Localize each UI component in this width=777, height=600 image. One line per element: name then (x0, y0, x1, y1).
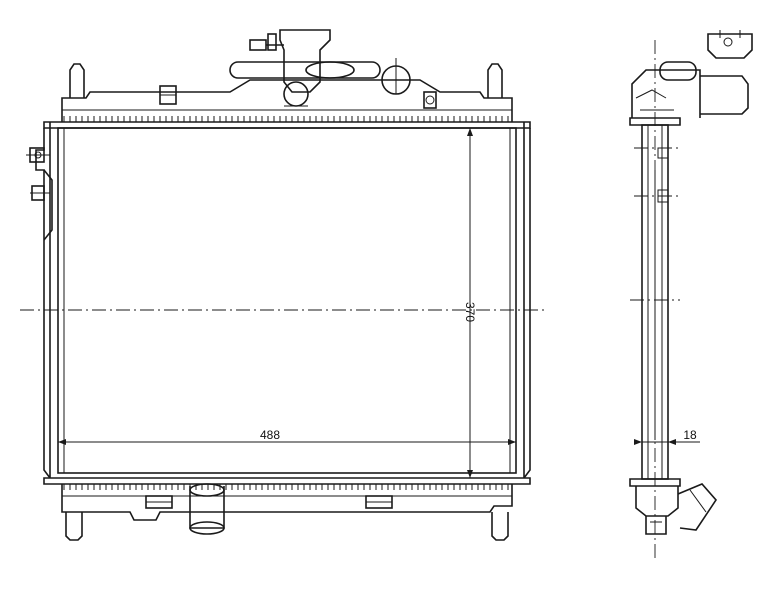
right-side-bracket (523, 122, 531, 479)
width-label: 488 (260, 428, 280, 442)
height-label: 370 (463, 302, 477, 322)
side-outlet-pipe (677, 483, 718, 531)
side-view: 18 (629, 30, 753, 560)
right-bottom-pin (491, 512, 509, 541)
bottom-tank (43, 477, 531, 541)
side-bottom-tank (629, 478, 718, 535)
right-top-pin (487, 63, 503, 98)
side-top-tank (629, 30, 753, 126)
left-top-pin (69, 63, 85, 98)
left-side-fittings (26, 147, 53, 241)
outlet-pipe (189, 486, 225, 529)
depth-dimension: 18 (634, 428, 700, 445)
width-dimension: 488 (58, 428, 516, 445)
filler-neck (229, 29, 411, 107)
depth-label: 18 (683, 428, 697, 442)
height-dimension: 370 (463, 128, 477, 478)
radiator-core (57, 127, 517, 474)
left-bottom-pin (65, 512, 83, 541)
top-tank (43, 63, 531, 129)
front-view: 488 370 (20, 29, 545, 541)
side-fittings (634, 147, 680, 203)
